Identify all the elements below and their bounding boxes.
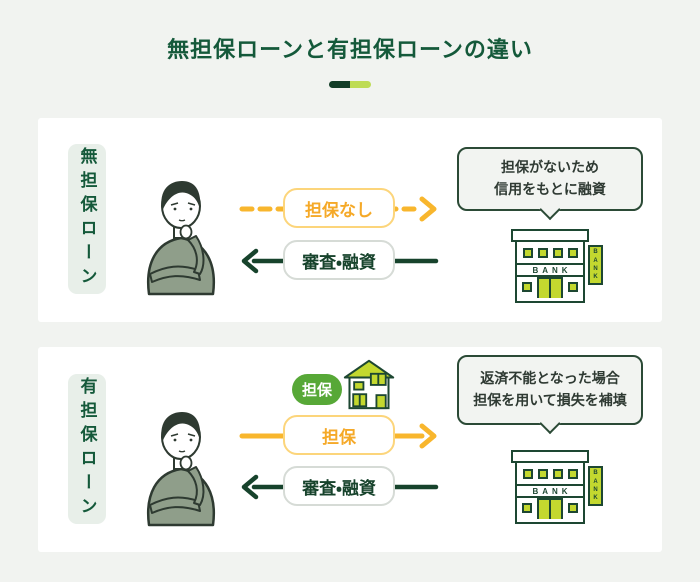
speech-bubble-secured: 返済不能となった場合 担保を用いて損失を補填 [457, 355, 643, 425]
bank-window [567, 469, 578, 479]
person-illustration [146, 181, 216, 296]
person-illustration [146, 412, 216, 527]
speech-bubble-unsecured: 担保がないため 信用をもとに融資 [457, 147, 643, 211]
bank-window [568, 503, 578, 513]
screening-financing-label: 審査・融資 [283, 466, 395, 506]
page-title: 無担保ローンと有担保ローンの違い [167, 37, 533, 62]
bank-window [537, 469, 548, 479]
bank-entrance [517, 498, 583, 519]
bank-name-band: BANK [517, 484, 583, 498]
bank-door [537, 277, 563, 298]
bank-illustration: BANK B A N K [511, 229, 603, 303]
bank-vertical-sign: B A N K [588, 466, 603, 506]
collateral-label: 担保 [283, 415, 395, 455]
bubble-line: 返済不能となった場合 [480, 370, 620, 387]
bank-door [537, 498, 563, 519]
sign-letter: N [593, 266, 598, 272]
sign-letter: A [593, 257, 598, 264]
bubble-line: 信用をもとに融資 [494, 181, 606, 197]
sign-letter: K [593, 495, 598, 502]
underline-dark-segment [329, 81, 350, 88]
bank-window [567, 248, 578, 258]
no-collateral-label: 担保なし [283, 188, 395, 228]
sign-letter: K [593, 274, 598, 281]
screening-financing-label: 審査・融資 [283, 240, 395, 280]
bank-windows [517, 469, 583, 479]
bank-entrance [517, 277, 583, 298]
bubble-line: 担保がないため [501, 159, 599, 176]
bank-window [522, 282, 532, 292]
panel-unsecured-loan: 無担保ローン 担保なし 審査・融資 担保がないため 信用をもとに融資 [38, 118, 662, 322]
title-underline-decoration [329, 81, 371, 88]
bank-window [552, 248, 563, 258]
bank-body: BANK [515, 242, 585, 303]
bank-roof [511, 229, 589, 242]
bank-window [522, 469, 533, 479]
panel-label-secured: 有担保ローン [68, 374, 106, 524]
bank-illustration: BANK B A N K [511, 450, 603, 524]
bank-body: BANK [515, 463, 585, 524]
house-illustration [343, 359, 395, 410]
bubble-line: 担保を用いて損失を補填 [473, 392, 627, 408]
collateral-badge: 担保 [292, 374, 342, 405]
sign-letter: N [593, 487, 598, 493]
panel-secured-loan: 有担保ローン 担保 担 [38, 347, 662, 552]
bank-window [552, 469, 563, 479]
underline-lime-segment [350, 81, 371, 88]
bank-window [568, 282, 578, 292]
panel-label-unsecured: 無担保ローン [68, 144, 106, 294]
bank-window [522, 248, 533, 258]
bank-vertical-sign: B A N K [588, 245, 603, 285]
bank-name-band: BANK [517, 263, 583, 277]
sign-letter: B [593, 249, 598, 256]
bank-windows [517, 248, 583, 258]
sign-letter: A [593, 478, 598, 485]
bank-window [522, 503, 532, 513]
bank-window [537, 248, 548, 258]
bank-roof [511, 450, 589, 463]
sign-letter: B [593, 470, 598, 477]
